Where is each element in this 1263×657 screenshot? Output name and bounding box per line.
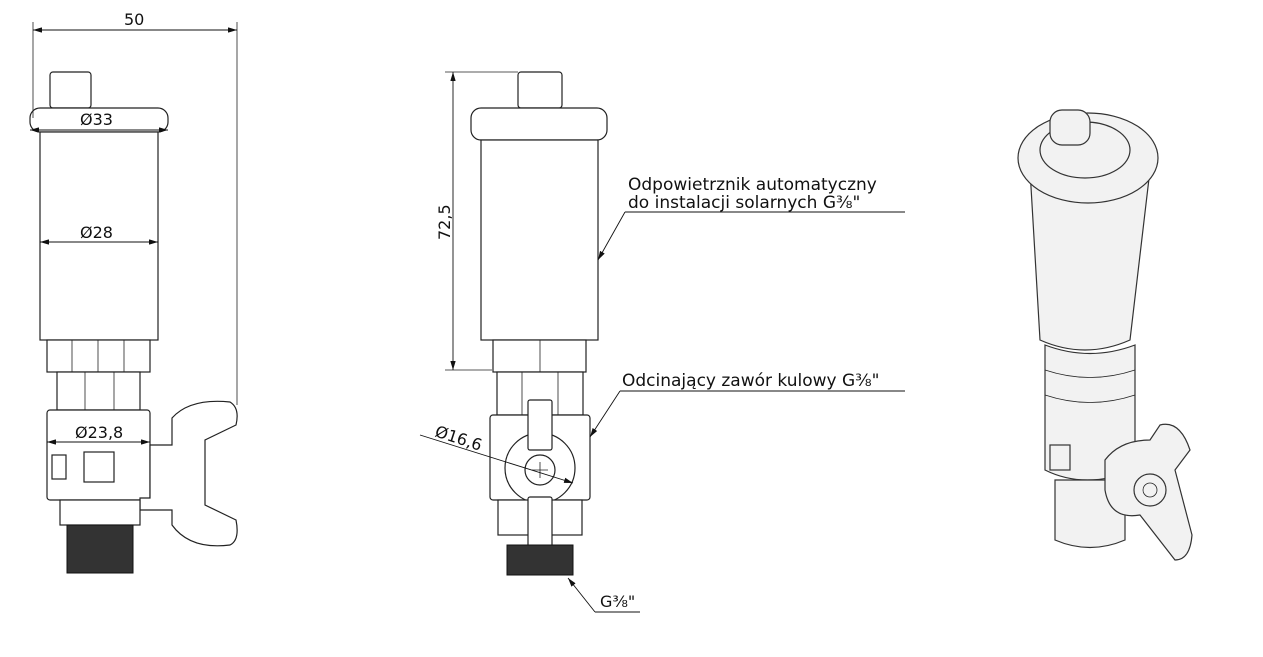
dim-height: 72,5 <box>435 204 454 240</box>
dim-handle-diameter: Ø16,6 <box>433 422 485 455</box>
dim-overall-width: 50 <box>124 10 144 29</box>
side-view: 72,5 Ø16,6 Odpowietrznik automatyczny do… <box>419 71 905 613</box>
dim-valve-diameter: Ø23,8 <box>75 423 123 442</box>
callout-vent-line2: do instalacji solarnych G⅜" <box>628 193 860 213</box>
isometric-view <box>1017 109 1193 561</box>
front-view: 50 Ø33 Ø28 Ø23,8 <box>29 10 238 574</box>
dim-cap-diameter: Ø33 <box>80 110 113 129</box>
callout-vent-line1: Odpowietrznik automatyczny <box>628 175 877 195</box>
callout-thread: G⅜" <box>600 592 635 611</box>
dim-body-diameter: Ø28 <box>80 223 113 242</box>
callout-valve: Odcinający zawór kulowy G⅜" <box>622 371 879 391</box>
